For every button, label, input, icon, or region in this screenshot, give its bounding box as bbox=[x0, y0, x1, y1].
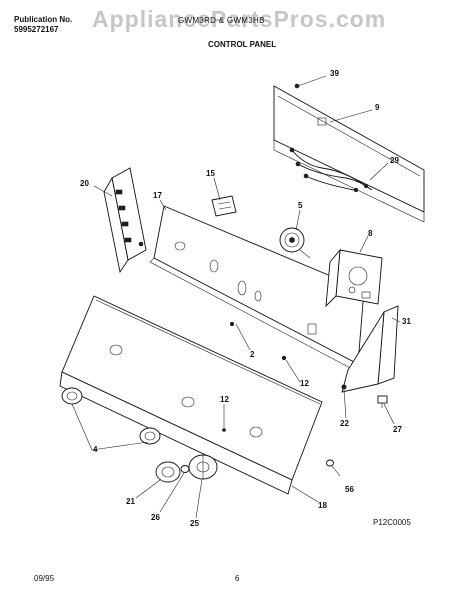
part-switch bbox=[211, 195, 237, 217]
part-timer-knob bbox=[188, 454, 218, 480]
part-clip bbox=[377, 395, 388, 408]
part-left-bracket bbox=[103, 167, 147, 274]
part-washer bbox=[180, 465, 190, 473]
callout-22: 22 bbox=[340, 419, 349, 428]
drawing-code: P12C0005 bbox=[373, 518, 411, 527]
callout-27: 27 bbox=[393, 425, 402, 434]
callout-15: 15 bbox=[206, 169, 215, 178]
callout-12b: 12 bbox=[220, 395, 229, 404]
page-number: 6 bbox=[235, 574, 240, 583]
section-title: CONTROL PANEL bbox=[208, 40, 277, 49]
part-dial-skirt bbox=[155, 461, 181, 483]
part-rear-cover bbox=[273, 83, 425, 223]
part-knob bbox=[61, 387, 161, 445]
callout-26: 26 bbox=[151, 513, 160, 522]
callout-4: 4 bbox=[93, 445, 98, 454]
callout-39: 39 bbox=[330, 69, 339, 78]
callout-56: 56 bbox=[345, 485, 354, 494]
callout-29: 29 bbox=[390, 156, 399, 165]
watermark: AppliancePartsPros.com bbox=[92, 6, 387, 32]
part-control-panel-front bbox=[59, 295, 323, 495]
callout-25: 25 bbox=[190, 519, 199, 528]
callout-18: 18 bbox=[318, 501, 327, 510]
callout-12a: 12 bbox=[300, 379, 309, 388]
callout-2: 2 bbox=[250, 350, 255, 359]
part-timer bbox=[325, 248, 383, 308]
leader-lines bbox=[71, 75, 401, 519]
callout-8: 8 bbox=[368, 229, 373, 238]
part-end-cap bbox=[341, 305, 399, 393]
part-screw-22 bbox=[341, 384, 347, 390]
part-temperature-switch bbox=[279, 227, 311, 259]
callout-31: 31 bbox=[402, 317, 411, 326]
publication-label: Publication No. bbox=[14, 15, 73, 24]
callout-21: 21 bbox=[126, 497, 135, 506]
callout-20: 20 bbox=[80, 179, 89, 188]
footer-date: 09/95 bbox=[34, 574, 55, 583]
callout-17: 17 bbox=[153, 191, 162, 200]
callout-5: 5 bbox=[298, 201, 303, 210]
callout-9: 9 bbox=[375, 103, 380, 112]
publication-number: 5995272167 bbox=[14, 25, 59, 34]
model-line: GWM3RD & GWM3HB bbox=[178, 16, 265, 25]
part-screw-56 bbox=[326, 459, 341, 477]
part-wire-harness bbox=[289, 147, 373, 193]
